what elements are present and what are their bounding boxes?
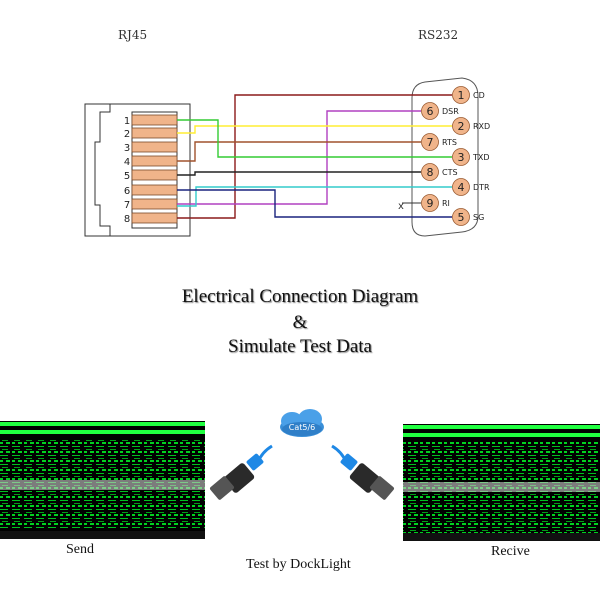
rs232-pin-4 bbox=[452, 178, 470, 196]
rs232-pin-name: CD bbox=[473, 91, 485, 100]
rj45-pin-5 bbox=[131, 169, 178, 181]
title-line-2: & bbox=[292, 312, 308, 333]
rs232-pin-6 bbox=[421, 102, 439, 120]
rj45-pin-label: 5 bbox=[124, 171, 130, 182]
rs232-pin-number: 7 bbox=[427, 136, 434, 149]
rj45-pin-2 bbox=[131, 127, 178, 139]
wire-sg bbox=[177, 189, 452, 218]
rj45-label: RJ45 bbox=[118, 28, 148, 42]
rs232-pin-name: TXD bbox=[472, 153, 490, 162]
rs232-pin-3 bbox=[452, 148, 470, 166]
title-line-3: Simulate Test Data bbox=[228, 336, 372, 357]
rj45-pin-label: 4 bbox=[124, 157, 130, 168]
rs232-pin-number: 6 bbox=[427, 105, 434, 118]
rs232-pin-name: RTS bbox=[442, 138, 457, 147]
rj45-pin-label: 1 bbox=[124, 116, 130, 127]
rj45-pin-group: 1 2 3 4 5 6 7 8 bbox=[124, 114, 178, 225]
test-tool-label: Test by DockLight bbox=[246, 557, 351, 572]
receive-label: Recive bbox=[491, 544, 530, 559]
rj45-pin-6 bbox=[131, 184, 178, 196]
rs232-pin-number: 2 bbox=[458, 120, 465, 133]
rs232-pin-1 bbox=[452, 86, 470, 104]
test-illustration: Cat5/6 bbox=[0, 409, 600, 541]
wire-rts bbox=[177, 141, 421, 162]
network-cloud-icon bbox=[280, 409, 324, 437]
send-scope-screen bbox=[0, 421, 205, 539]
left-cable-adapter-icon bbox=[210, 444, 273, 500]
rs232-label: RS232 bbox=[418, 28, 459, 42]
wire-dtr bbox=[177, 186, 452, 207]
rj45-pin-3 bbox=[131, 141, 178, 153]
rs232-pin-name: RI bbox=[442, 199, 450, 208]
cloud-label: Cat5/6 bbox=[289, 423, 316, 432]
rs232-pin-8 bbox=[421, 163, 439, 181]
rs232-pin-number: 3 bbox=[458, 151, 465, 164]
rs232-pin-name: DSR bbox=[442, 107, 459, 116]
rs232-pin-number: 1 bbox=[458, 89, 465, 102]
title-line-1: Electrical Connection Diagram bbox=[181, 286, 419, 307]
rs232-pin-name: RXD bbox=[473, 122, 490, 131]
rs232-pin-name: CTS bbox=[442, 168, 458, 177]
rs232-pin-5 bbox=[452, 208, 470, 226]
rs232-pin-number: 9 bbox=[427, 197, 434, 210]
rj45-pin-1 bbox=[131, 114, 178, 126]
wire-cts bbox=[177, 171, 421, 176]
rj45-pin-label: 7 bbox=[124, 200, 130, 211]
rj45-pin-4 bbox=[131, 155, 178, 167]
rj45-pin-label: 6 bbox=[124, 186, 130, 197]
rs232-pin-2 bbox=[452, 117, 470, 135]
wire-group bbox=[177, 94, 452, 219]
rs232-pin-name: DTR bbox=[473, 183, 490, 192]
send-label: Send bbox=[66, 542, 94, 557]
rs232-pin-number: 5 bbox=[458, 211, 465, 224]
no-connect-mark: x bbox=[398, 201, 404, 212]
rs232-pin-7 bbox=[421, 133, 439, 151]
rj45-pin-label: 8 bbox=[124, 214, 130, 225]
rs232-pin-number: 4 bbox=[458, 181, 465, 194]
rs232-pin-number: 8 bbox=[427, 166, 434, 179]
rs232-pin-9 bbox=[421, 194, 439, 212]
rs232-pin-name: SG bbox=[473, 213, 484, 222]
rj45-pin-8 bbox=[131, 212, 178, 224]
rj45-pin-7 bbox=[131, 198, 178, 210]
wire-rxd bbox=[177, 125, 452, 134]
rj45-pin-label: 3 bbox=[124, 143, 130, 154]
wire-txd bbox=[177, 119, 452, 158]
right-cable-adapter-icon bbox=[331, 444, 394, 500]
rj45-pin-label: 2 bbox=[124, 129, 130, 140]
receive-scope-screen bbox=[403, 424, 600, 541]
